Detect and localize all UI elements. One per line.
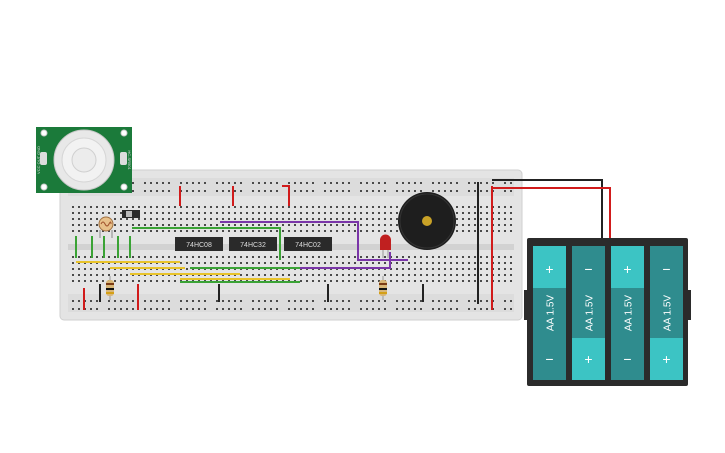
- piezo-buzzer[interactable]: [398, 192, 456, 250]
- battery-cell-label: AA 1.5V: [585, 295, 596, 331]
- battery-top-symbol: +: [623, 261, 631, 277]
- slide-switch[interactable]: [122, 210, 140, 218]
- chip-label: 74HC08: [186, 242, 212, 249]
- purple-jumper-wire: [300, 252, 391, 269]
- battery-top-symbol: −: [584, 261, 592, 277]
- battery-cell-label: AA 1.5V: [546, 295, 557, 331]
- battery-bottom-symbol: −: [623, 351, 631, 367]
- red-led[interactable]: [380, 234, 391, 259]
- battery-pack[interactable]: + − AA 1.5V − + AA 1.5V + − AA 1.5V − + AA 1.5V: [524, 238, 691, 386]
- chip-label: 74HC02: [295, 242, 321, 249]
- breadboard-wires: [75, 182, 493, 310]
- battery-bottom-symbol: −: [545, 351, 553, 367]
- chip-label: 74HC32: [240, 242, 266, 249]
- battery-cell: − + AA 1.5V: [650, 246, 683, 380]
- photoresistor[interactable]: [98, 216, 114, 238]
- resistor-right[interactable]: [379, 276, 387, 300]
- battery-cell-label: AA 1.5V: [624, 295, 635, 331]
- pir-label: HC-SR501: [127, 150, 132, 170]
- purple-jumper-wire: [220, 221, 408, 261]
- battery-bottom-symbol: +: [584, 351, 592, 367]
- battery-cell-label: AA 1.5V: [663, 295, 674, 331]
- battery-top-symbol: −: [662, 261, 670, 277]
- battery-red-lead: [492, 187, 611, 240]
- ic-chip-74hc02[interactable]: 74HC02: [284, 237, 332, 251]
- battery-cell: + − AA 1.5V: [533, 246, 566, 380]
- pir-motion-sensor[interactable]: HC-SR501 VCC OUT GND: [36, 127, 132, 193]
- battery-cell: − + AA 1.5V: [572, 246, 605, 380]
- ic-chip-74hc32[interactable]: 74HC32: [229, 237, 277, 251]
- red-jumper-wire: [282, 185, 290, 206]
- battery-top-symbol: +: [545, 261, 553, 277]
- green-jumper-wire: [132, 227, 281, 260]
- battery-cell: + − AA 1.5V: [611, 246, 644, 380]
- battery-leads: [492, 179, 611, 240]
- resistor-left[interactable]: [106, 276, 114, 300]
- battery-bottom-symbol: +: [662, 351, 670, 367]
- ic-chip-74hc08[interactable]: 74HC08: [175, 237, 223, 251]
- battery-black-lead: [492, 179, 603, 240]
- pir-label: VCC OUT GND: [36, 146, 41, 174]
